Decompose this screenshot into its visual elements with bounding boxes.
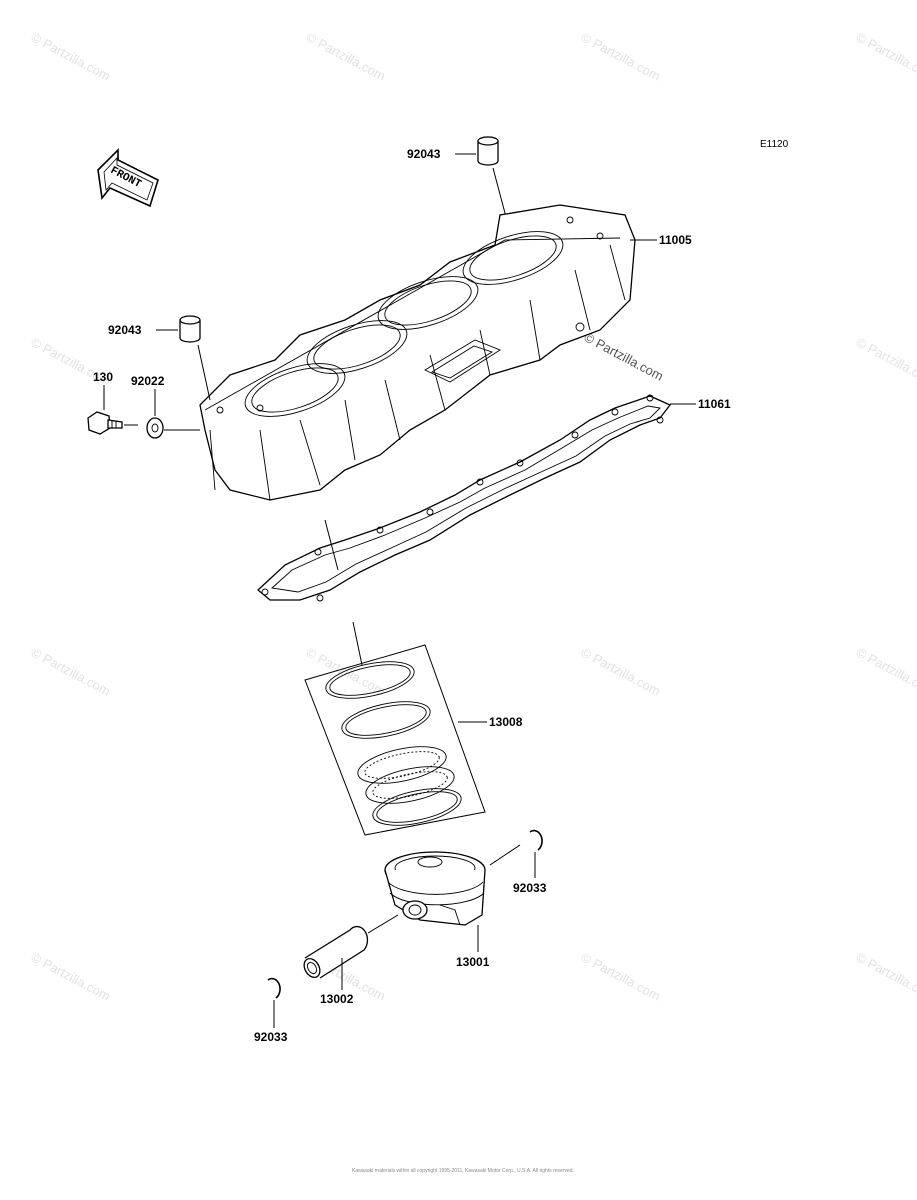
- watermark: © Partzilla.com: [304, 29, 388, 83]
- watermark: © Partzilla.com: [304, 644, 388, 698]
- part-label-130[interactable]: 130: [93, 370, 113, 384]
- watermark: © Partzilla.com: [579, 644, 663, 698]
- dowel-pin-left-icon: [179, 315, 201, 343]
- watermark: © Partzilla.com: [29, 29, 113, 83]
- leader-line: [352, 621, 363, 666]
- part-label-13008[interactable]: 13008: [489, 715, 523, 729]
- watermark: © Partzilla.com: [854, 334, 917, 388]
- watermark: © Partzilla.com: [29, 644, 113, 698]
- part-label-13001[interactable]: 13001: [456, 955, 490, 969]
- circlip-left-icon: [267, 977, 281, 999]
- watermark-dark: © Partzilla.com: [582, 329, 666, 383]
- part-label-11061[interactable]: 11061: [698, 397, 731, 411]
- watermark: © Partzilla.com: [579, 29, 663, 83]
- leader-line: [197, 344, 211, 401]
- leader-line: [489, 844, 521, 866]
- watermark: © Partzilla.com: [854, 644, 917, 698]
- part-label-13002[interactable]: 13002: [320, 992, 354, 1006]
- part-label-92043-top[interactable]: 92043: [407, 147, 441, 161]
- piston-pin-icon: [303, 925, 369, 979]
- front-arrow-icon: FRONT: [97, 148, 159, 208]
- bolt-icon: [87, 411, 123, 435]
- watermark: © Partzilla.com: [854, 949, 917, 1003]
- leader-line: [324, 519, 339, 571]
- dowel-pin-top-icon: [477, 136, 499, 166]
- part-label-11005[interactable]: 11005: [659, 233, 692, 247]
- part-label-92033-left[interactable]: 92033: [254, 1030, 288, 1044]
- circlip-right-icon: [529, 829, 543, 851]
- washer-icon: [146, 417, 164, 439]
- part-label-92022[interactable]: 92022: [131, 374, 165, 388]
- diagram-code: E1120: [760, 139, 789, 150]
- piston-ring-set-icon: [304, 644, 486, 836]
- cylinder-base-gasket-icon: [257, 394, 672, 602]
- watermark: © Partzilla.com: [579, 949, 663, 1003]
- watermark: © Partzilla.com: [29, 949, 113, 1003]
- part-label-92043-left[interactable]: 92043: [108, 323, 142, 337]
- leader-line: [367, 914, 399, 934]
- piston-icon: [384, 851, 486, 926]
- cylinder-block-icon: [199, 204, 636, 501]
- part-label-92033-right[interactable]: 92033: [513, 881, 547, 895]
- copyright-footer: Kawasaki materials within all copyright …: [352, 1168, 574, 1174]
- watermark: © Partzilla.com: [854, 29, 917, 83]
